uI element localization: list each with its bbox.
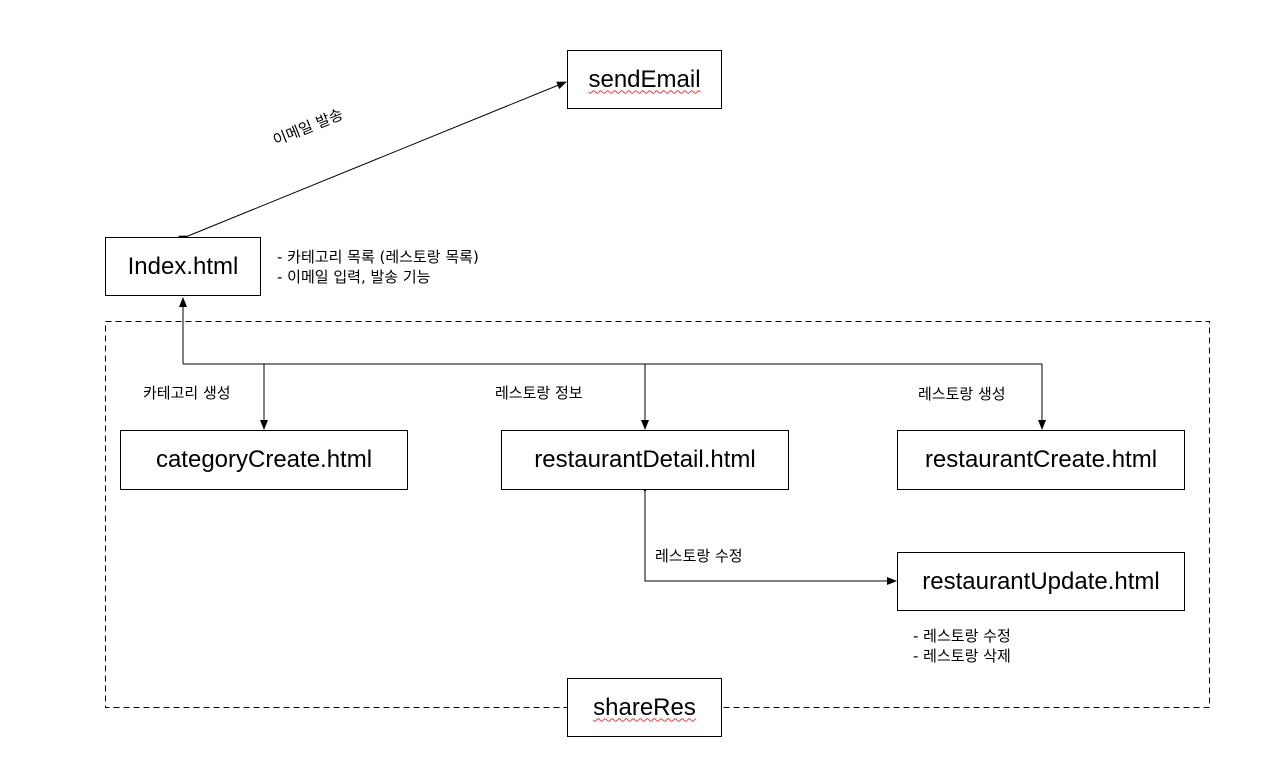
note-index-line-2: - 이메일 입력, 발송 기능 [277,268,431,286]
node-restaurant-detail-label: restaurantDetail.html [534,446,756,473]
edge-label-restaurant-detail: 레스토랑 정보 [495,384,583,402]
edge-label-category-create: 카테고리 생성 [143,384,231,402]
note-index: - 카테고리 목록 (레스토랑 목록) - 이메일 입력, 발송 기능 [277,247,479,287]
node-restaurant-update: restaurantUpdate.html [897,552,1185,611]
node-restaurant-update-label: restaurantUpdate.html [922,567,1160,595]
node-index-label: Index.html [127,252,239,280]
node-category-create: categoryCreate.html [120,430,408,490]
edge-label-restaurant-create: 레스토랑 생성 [918,385,1006,403]
node-restaurant-create-label: restaurantCreate.html [924,446,1158,473]
node-share-res-label: shareRes [593,693,696,721]
node-restaurant-detail: restaurantDetail.html [501,430,789,490]
share-res-group-boundary [105,321,1210,708]
edge-detail-update [641,483,897,585]
note-restaurant-update: - 레스토랑 수정 - 레스토랑 삭제 [913,626,1011,666]
node-send-email: sendEmail [567,50,722,109]
note-restaurant-update-line-2: - 레스토랑 삭제 [913,647,1011,665]
edge-index-send-email [178,81,567,244]
note-restaurant-update-line-1: - 레스토랑 수정 [913,627,1011,645]
node-share-res: shareRes [567,678,722,737]
note-index-line-1: - 카테고리 목록 (레스토랑 목록) [277,248,479,266]
node-index: Index.html [105,237,261,296]
edge-label-restaurant-update: 레스토랑 수정 [655,547,743,565]
node-restaurant-create: restaurantCreate.html [897,430,1185,490]
node-send-email-label: sendEmail [588,65,701,93]
node-category-create-label: categoryCreate.html [155,446,373,473]
